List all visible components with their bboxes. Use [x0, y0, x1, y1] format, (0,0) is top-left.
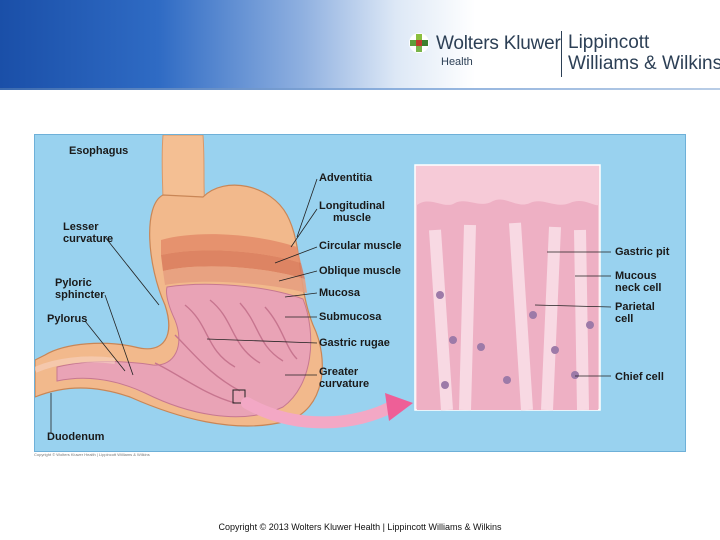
stomach-anatomy-figure: Esophagus Lesser curvature Pyloric sphin… — [34, 134, 686, 452]
label-chief-cell: Chief cell — [615, 371, 664, 383]
brand-lippincott: Lippincott Williams & Wilkins — [568, 32, 720, 74]
label-oblique-muscle: Oblique muscle — [319, 265, 401, 277]
brand-wolters-kluwer: Wolters Kluwer — [436, 33, 561, 54]
publisher-logo: Wolters Kluwer Health Lippincott William… — [408, 28, 720, 80]
label-circular-muscle: Circular muscle — [319, 240, 402, 252]
wolters-kluwer-logo-icon — [409, 33, 429, 53]
label-submucosa: Submucosa — [319, 311, 382, 323]
stomach-illustration — [35, 135, 612, 433]
header-divider — [0, 88, 720, 90]
label-pyloric-sphincter: Pyloric sphincter — [55, 277, 105, 301]
label-greater-curvature: Greater curvature — [319, 366, 370, 390]
brand-health: Health — [441, 56, 473, 68]
label-mucous-neck-cell: Mucous neck cell — [615, 270, 662, 294]
header-banner — [0, 0, 720, 90]
label-mucosa: Mucosa — [319, 287, 360, 299]
label-longitudinal-muscle: Longitudinal muscle — [319, 200, 385, 224]
label-duodenum: Duodenum — [47, 431, 105, 443]
label-lesser-curvature: Lesser curvature — [63, 221, 114, 245]
label-pylorus: Pylorus — [47, 313, 88, 325]
footer-copyright: Copyright © 2013 Wolters Kluwer Health |… — [218, 522, 502, 532]
label-parietal-cell: Parietal cell — [615, 301, 655, 325]
label-esophagus: Esophagus — [69, 145, 129, 157]
label-adventitia: Adventitia — [319, 172, 373, 184]
figure-credit: Copyright © Wolters Kluwer Health | Lipp… — [34, 452, 150, 457]
label-gastric-rugae: Gastric rugae — [319, 337, 390, 349]
label-gastric-pit: Gastric pit — [615, 246, 670, 258]
logo-divider — [561, 31, 562, 77]
